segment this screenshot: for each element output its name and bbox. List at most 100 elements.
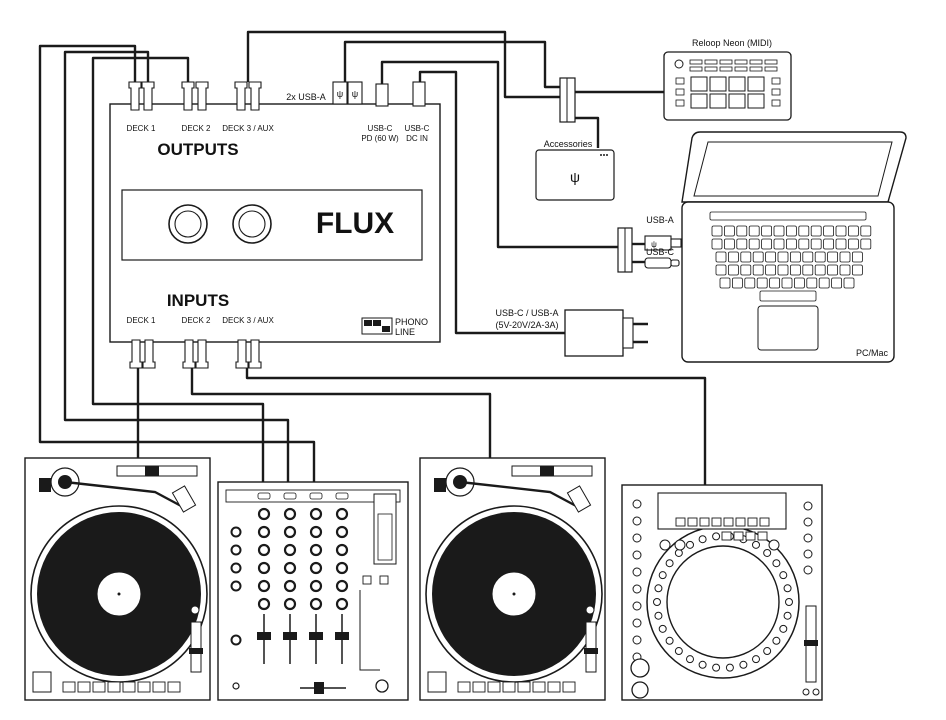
mixer-icon [217, 481, 409, 701]
player-button [747, 517, 758, 527]
player-pitch-cap [804, 640, 818, 646]
player-button-round [803, 501, 813, 511]
switch-cell [373, 320, 381, 326]
turntable-button [107, 681, 121, 693]
laptop-key [736, 238, 748, 250]
rca-plug [235, 339, 249, 369]
in-label-deck2: DECK 2 [182, 316, 211, 325]
jog-led [674, 548, 683, 557]
laptop-key [839, 264, 851, 276]
turntable-button [547, 681, 561, 693]
player-button-round [803, 549, 813, 559]
inputs-heading: INPUTS [167, 291, 229, 310]
input-selector [257, 492, 271, 500]
player-button-round [632, 567, 642, 577]
mixer-knob [283, 579, 297, 593]
turntable-button [457, 681, 471, 693]
laptop-key [848, 225, 859, 237]
player-button [723, 517, 734, 527]
controller-button [749, 66, 763, 72]
output-rca-plugs [128, 81, 262, 111]
player-button-round [659, 539, 671, 551]
computer-port-a-label: USB-A [646, 215, 674, 225]
laptop-key [835, 225, 847, 237]
laptop-key [810, 225, 822, 237]
laptop-key [802, 264, 814, 276]
turntable-button [517, 681, 531, 693]
turntable-button [562, 681, 576, 693]
turntable-button [167, 681, 181, 693]
mixer-knob [335, 525, 349, 539]
mixer-button [362, 575, 372, 585]
player-button [733, 531, 744, 541]
usb-icon: ψ [337, 89, 343, 99]
jog-led [698, 535, 707, 544]
mixer-knob [309, 507, 323, 521]
controller-button [734, 66, 748, 72]
play-button [631, 681, 649, 699]
tonearm [64, 480, 184, 509]
jog-led [779, 571, 788, 580]
laptop-key [715, 264, 727, 276]
laptop-key [827, 264, 838, 276]
laptop-key [773, 238, 785, 250]
phono-line-switch-icon [361, 317, 393, 335]
controller-pad [709, 76, 727, 92]
power-supply-collar [622, 317, 634, 349]
outputs-heading: OUTPUTS [157, 140, 238, 159]
rca-plug [142, 339, 156, 369]
laptop-key [773, 225, 785, 237]
player-button-round [632, 499, 642, 509]
laptop-key [748, 238, 760, 250]
jog-led [654, 584, 663, 593]
laptop-key [798, 225, 810, 237]
jog-led [653, 598, 661, 606]
jog-led [654, 611, 663, 620]
input-selector [283, 492, 297, 500]
headphone-knob [375, 679, 389, 693]
cable-in-deck3 [245, 366, 707, 485]
pitch-fader [585, 621, 597, 673]
jog-led [783, 611, 792, 620]
laptop-key [728, 264, 739, 276]
mixer-knob [309, 561, 323, 575]
mixer-knob [230, 562, 242, 574]
laptop-key [732, 277, 743, 289]
laptop-key [736, 225, 748, 237]
laptop-key [740, 264, 752, 276]
brand-logo: FLUX [316, 207, 394, 240]
computer-label: PC/Mac [856, 348, 889, 358]
mixer-knob [257, 525, 271, 539]
mixer-knob [283, 597, 297, 611]
mixer-knob [257, 579, 271, 593]
laptop-key [852, 264, 863, 276]
turntable-button [62, 681, 76, 693]
controller-button [734, 59, 748, 65]
power-plug-icon: USB-C / USB-A (5V-20V/2A-3A) [495, 308, 648, 357]
channel-fader [283, 632, 297, 640]
usb-plug [332, 81, 348, 105]
player-button [735, 517, 746, 527]
player-button-round [632, 635, 642, 645]
power-supply-label-1: USB-C / USB-A [495, 308, 558, 318]
rca-plug [248, 81, 262, 111]
laptop-spacebar [759, 290, 817, 302]
jog-led [752, 655, 760, 664]
mixer-knob [335, 579, 349, 593]
laptop-key [790, 251, 801, 263]
controller-button [704, 66, 718, 72]
controller-pad [728, 76, 746, 92]
cable-out-deck2 [91, 56, 265, 482]
usb-a-tip [670, 238, 682, 248]
laptop-trackpad [757, 305, 819, 351]
jog-led [665, 636, 674, 645]
in-label-deck3: DECK 3 / AUX [222, 316, 274, 325]
jog-led [712, 532, 721, 541]
player-button [711, 517, 722, 527]
rca-plug [195, 339, 209, 369]
laptop-key [823, 238, 834, 250]
controller-pad [728, 93, 746, 109]
laptop-icon: PC/Mac USB-A ψ USB-C [644, 131, 907, 363]
laptop-key [848, 238, 859, 250]
accessories-body [535, 149, 615, 201]
